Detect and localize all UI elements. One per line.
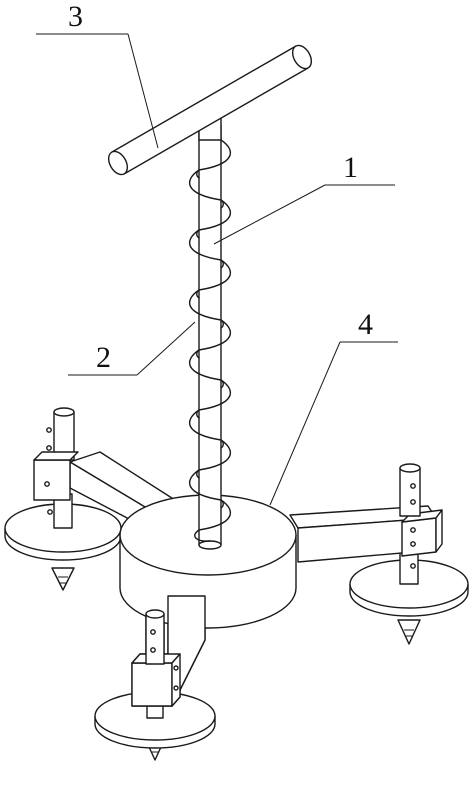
t-handle	[107, 44, 313, 176]
leg-right	[289, 463, 469, 645]
center-shaft	[198, 124, 222, 550]
label-1: 1	[343, 151, 358, 184]
label-4: 4	[358, 308, 373, 341]
spiral-auger	[189, 139, 231, 542]
leader-lines	[36, 33, 398, 506]
label-2: 2	[96, 341, 111, 374]
label-3: 3	[68, 0, 83, 33]
